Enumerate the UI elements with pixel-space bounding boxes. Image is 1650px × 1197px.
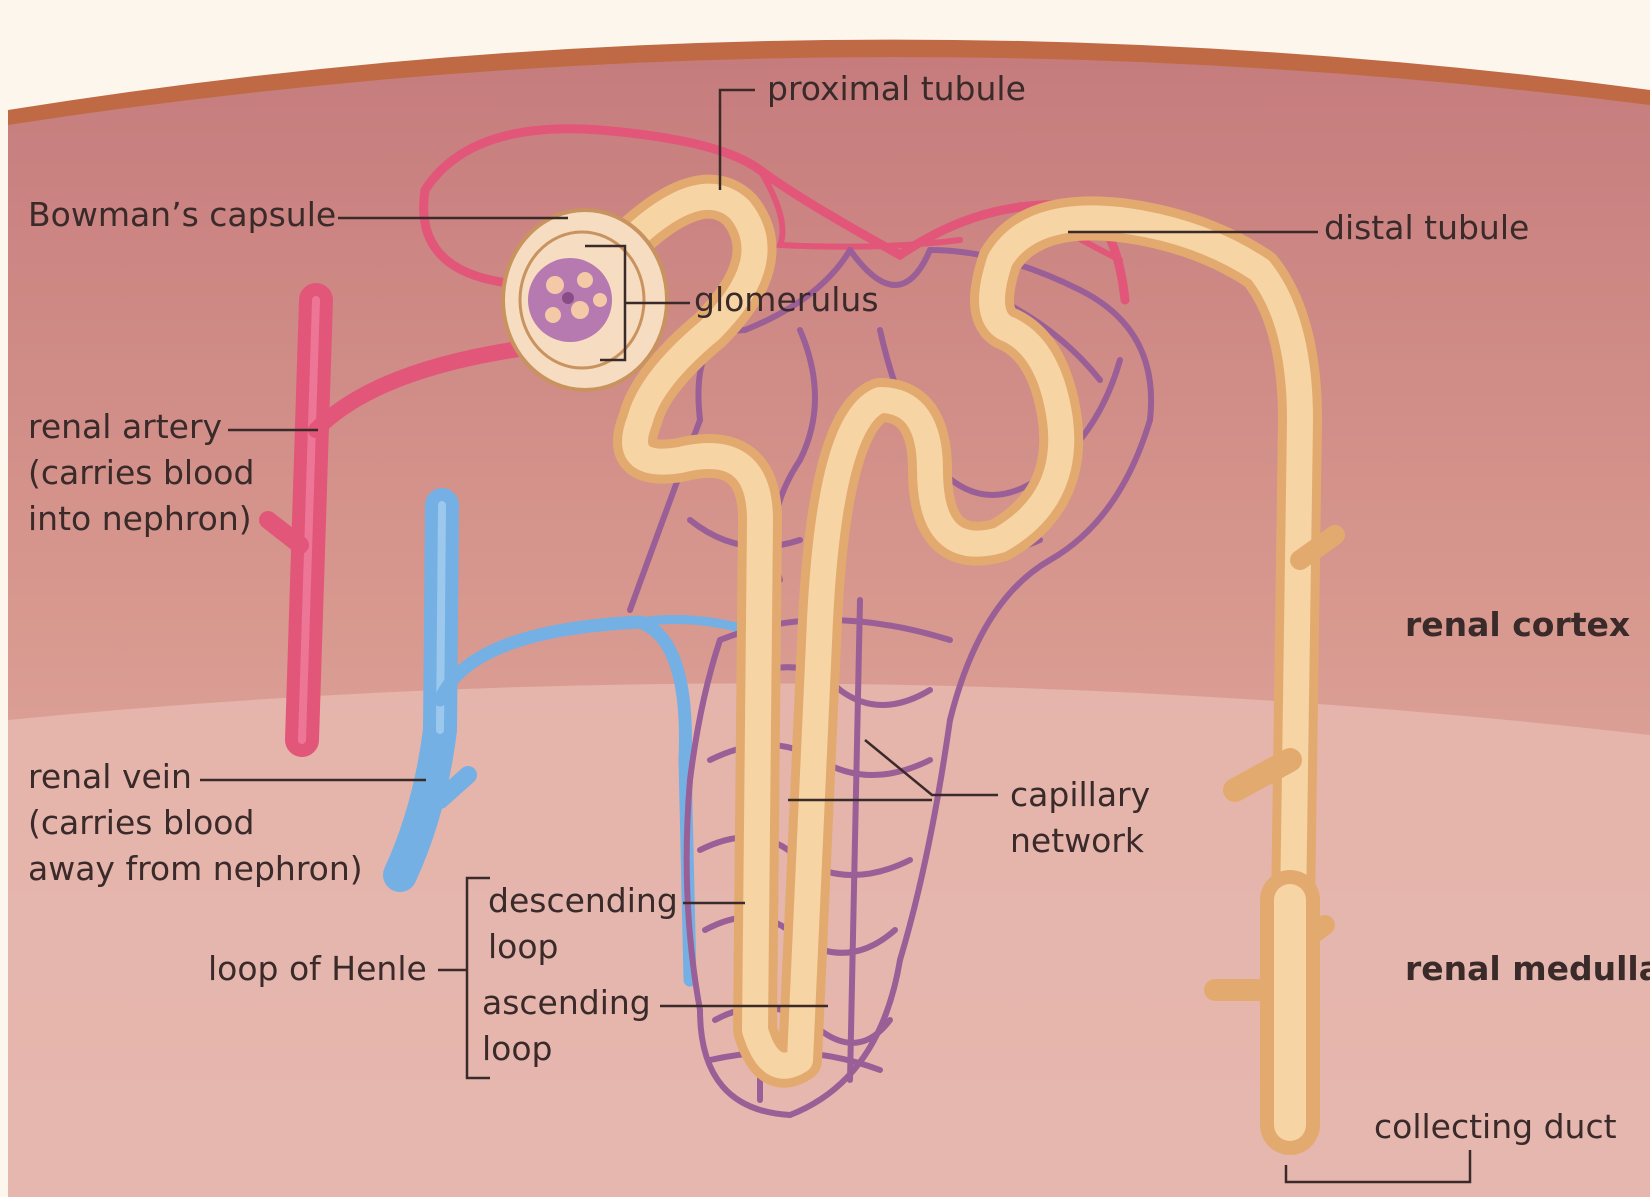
label-descending-loop-1: descending bbox=[488, 878, 678, 924]
label-capillary-network-1: capillary bbox=[1010, 772, 1150, 818]
label-renal-vein-note-1: (carries blood bbox=[28, 800, 254, 846]
label-ascending-loop-1: ascending bbox=[482, 980, 651, 1026]
label-glomerulus: glomerulus bbox=[694, 277, 879, 323]
label-bowmans-capsule: Bowman’s capsule bbox=[28, 192, 336, 238]
label-renal-vein-note-2: away from nephron) bbox=[28, 846, 363, 892]
label-renal-vein: renal vein bbox=[28, 754, 192, 800]
label-ascending-loop-2: loop bbox=[482, 1026, 553, 1072]
label-renal-artery-note-1: (carries blood bbox=[28, 450, 254, 496]
label-renal-cortex: renal cortex bbox=[1405, 602, 1630, 648]
label-renal-artery-note-2: into nephron) bbox=[28, 496, 252, 542]
label-descending-loop-2: loop bbox=[488, 924, 559, 970]
label-distal-tubule: distal tubule bbox=[1324, 205, 1529, 251]
label-capillary-network-2: network bbox=[1010, 818, 1144, 864]
label-renal-artery: renal artery bbox=[28, 404, 222, 450]
label-renal-medulla: renal medulla bbox=[1405, 946, 1650, 992]
label-collecting-duct: collecting duct bbox=[1374, 1104, 1617, 1150]
label-proximal-tubule: proximal tubule bbox=[767, 66, 1026, 112]
glomerulus bbox=[528, 258, 612, 342]
label-loop-of-henle: loop of Henle bbox=[208, 946, 427, 992]
